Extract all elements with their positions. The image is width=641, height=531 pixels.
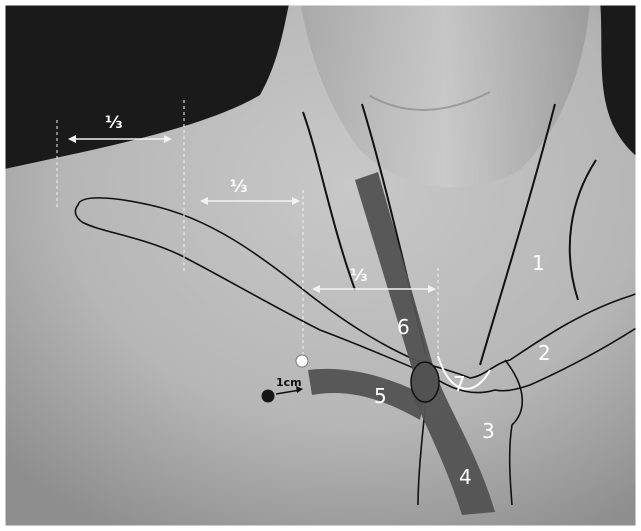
structure-number-6: 6 xyxy=(397,315,410,339)
distance-label: 1cm xyxy=(276,376,302,389)
structure-number-5: 5 xyxy=(374,384,387,408)
venous-confluence xyxy=(411,362,439,402)
fraction-label-2: ⅓ xyxy=(230,177,248,197)
structure-number-1: 1 xyxy=(532,251,545,275)
structure-number-4: 4 xyxy=(459,465,472,489)
fraction-label-3: ⅓ xyxy=(350,266,368,286)
landmark-dot-white xyxy=(296,355,308,367)
structure-number-3: 3 xyxy=(482,419,495,443)
landmark-dot-black xyxy=(262,390,275,403)
structure-number-2: 2 xyxy=(538,341,551,365)
fraction-label-1: ⅓ xyxy=(105,113,123,133)
structure-number-7: 7 xyxy=(453,372,466,396)
